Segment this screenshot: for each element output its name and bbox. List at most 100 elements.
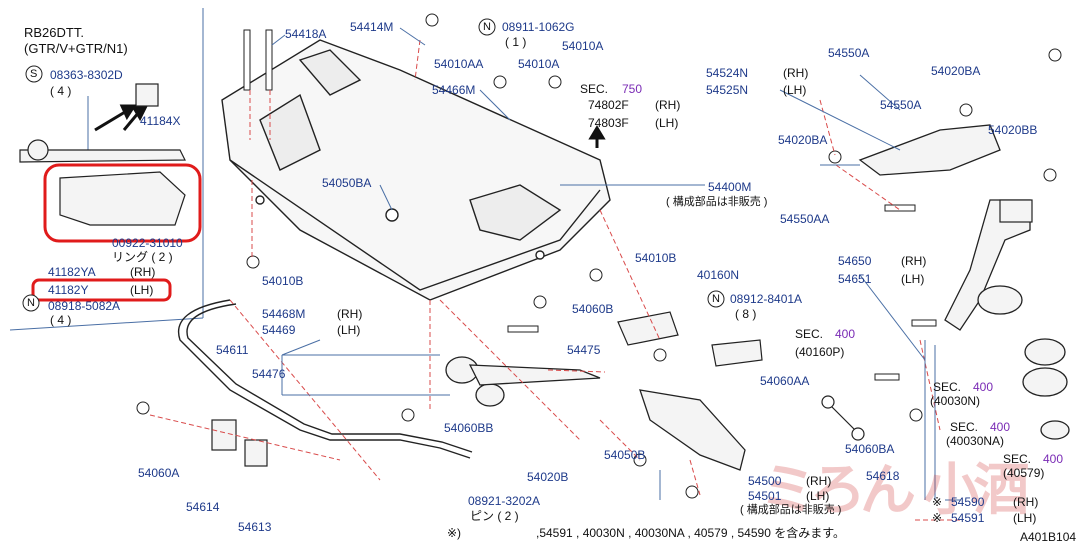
part-label[interactable]: (40160P) xyxy=(795,345,845,359)
diagram-ref: A401B104 xyxy=(1020,530,1077,544)
arrows xyxy=(94,104,606,148)
bearing-group xyxy=(1022,338,1070,440)
callout-circles xyxy=(22,18,725,312)
sec-number[interactable]: 400 xyxy=(973,380,994,394)
qty-label: ( 8 ) xyxy=(735,307,757,321)
fasteners xyxy=(136,13,1062,499)
part-label[interactable]: 08363-8302D xyxy=(50,68,123,82)
part-label[interactable]: 54611 xyxy=(216,343,249,357)
part-label[interactable]: 74802F xyxy=(588,98,629,112)
callout-n: N xyxy=(712,293,720,305)
part-label[interactable]: 54414M xyxy=(350,20,394,34)
sec-number[interactable]: 750 xyxy=(622,82,643,96)
rh-label: (RH) xyxy=(1013,495,1039,509)
compression-rod-54468m xyxy=(445,356,601,407)
mount-40160n xyxy=(617,311,763,367)
part-label[interactable]: 54010A xyxy=(518,57,560,71)
part-label[interactable]: 00922-31010 xyxy=(112,236,183,250)
leader-lines-solid xyxy=(271,27,960,501)
heat-shield-41182y xyxy=(19,139,186,226)
part-label[interactable]: 54060BB xyxy=(444,421,494,435)
part-label[interactable]: 54475 xyxy=(567,343,601,357)
part-label[interactable]: 54618 xyxy=(866,469,900,483)
sec-label: SEC. xyxy=(950,420,979,434)
mark-label: ※ xyxy=(932,511,943,525)
part-label[interactable]: 40160N xyxy=(697,268,740,282)
part-label[interactable]: 54591 xyxy=(951,511,985,525)
model-label: (GTR/V+GTR/N1) xyxy=(24,41,128,56)
part-label[interactable]: 54550AA xyxy=(780,212,830,226)
stabilizer-bar-54611 xyxy=(178,299,473,459)
lh-label: (LH) xyxy=(337,323,361,337)
part-label[interactable]: 54650 xyxy=(838,254,872,268)
lh-label: (LH) xyxy=(901,272,925,286)
qty-label: リング ( 2 ) xyxy=(112,250,173,264)
part-label[interactable]: 54050B xyxy=(604,448,646,462)
part-label[interactable]: 54614 xyxy=(186,500,220,514)
rh-label: (RH) xyxy=(130,265,156,279)
part-label[interactable]: (40030NA) xyxy=(946,434,1005,448)
part-label[interactable]: 54501 xyxy=(748,489,782,503)
part-label[interactable]: 41184X xyxy=(140,114,181,128)
part-label-highlighted[interactable]: 41182Y xyxy=(48,283,89,297)
part-label[interactable]: 54476 xyxy=(252,367,286,381)
part-label[interactable]: 54590 xyxy=(951,495,985,509)
lh-label: (LH) xyxy=(130,283,154,297)
part-label[interactable]: 54613 xyxy=(238,520,272,534)
bushings xyxy=(135,83,1033,467)
knuckle-54500 xyxy=(639,199,1031,471)
part-label[interactable]: 54010AA xyxy=(434,57,484,71)
part-label[interactable]: (40030N) xyxy=(930,394,981,408)
sec-number[interactable]: 400 xyxy=(990,420,1011,434)
part-label[interactable]: 54060A xyxy=(138,466,180,480)
link-54618 xyxy=(821,395,865,441)
footnote-mark: ※) xyxy=(447,526,462,540)
part-label[interactable]: 54010B xyxy=(262,274,304,288)
qty-label: ピン ( 2 ) xyxy=(470,509,519,523)
lh-label: (LH) xyxy=(806,489,830,503)
watermark: ミろん 小酒 xyxy=(760,457,1029,523)
footnote-text: ,54591 , 40030N , 40030NA , 40579 , 5459… xyxy=(536,526,845,540)
part-label[interactable]: 74803F xyxy=(588,116,629,130)
part-label[interactable]: 54060B xyxy=(572,302,614,316)
part-label[interactable]: 54500 xyxy=(748,474,782,488)
rh-label: (RH) xyxy=(655,98,681,112)
part-label[interactable]: 54010B xyxy=(635,251,677,265)
part-label[interactable]: 08911-1062G xyxy=(502,20,575,34)
part-label[interactable]: 54020BB xyxy=(988,123,1038,137)
part-label[interactable]: 54418A xyxy=(285,27,327,41)
highlight-41182y xyxy=(31,278,172,302)
part-label[interactable]: 54524N xyxy=(706,66,749,80)
part-label[interactable]: 54020BA xyxy=(778,133,828,147)
part-label[interactable]: 54466M xyxy=(432,83,476,97)
callout-s: S xyxy=(30,68,38,80)
part-label[interactable]: 54010A xyxy=(562,39,604,53)
rh-label: (RH) xyxy=(783,66,809,80)
part-label[interactable]: 54651 xyxy=(838,272,872,286)
part-label[interactable]: 54550A xyxy=(880,98,922,112)
note-label: ( 構成部品は非販売 ) xyxy=(666,196,768,208)
part-label[interactable]: 54550A xyxy=(828,46,870,60)
part-label[interactable]: 54050BA xyxy=(322,176,372,190)
part-label[interactable]: 54020BA xyxy=(931,64,981,78)
part-label[interactable]: 08912-8401A xyxy=(730,292,803,306)
part-label[interactable]: 54060AA xyxy=(760,374,810,388)
part-label[interactable]: 41182YA xyxy=(48,265,96,279)
part-label[interactable]: 54468M xyxy=(262,307,306,321)
part-label[interactable]: 08921-3202A xyxy=(468,494,541,508)
sec-number[interactable]: 400 xyxy=(1043,452,1064,466)
mark-label: ※ xyxy=(932,495,943,509)
part-label[interactable]: 08918-5082A xyxy=(48,299,121,313)
part-label[interactable]: 54525N xyxy=(706,83,749,97)
sec-label: SEC. xyxy=(580,82,609,96)
part-label[interactable]: (40579) xyxy=(1003,466,1045,480)
part-label[interactable]: 54400M xyxy=(708,180,752,194)
upper-link-54524n xyxy=(858,124,1001,176)
part-label[interactable]: 54020B xyxy=(527,470,569,484)
part-label[interactable]: 54060BA xyxy=(845,442,895,456)
qty-label: ( 1 ) xyxy=(505,35,527,49)
part-label[interactable]: 54469 xyxy=(262,323,296,337)
sec-number[interactable]: 400 xyxy=(835,327,856,341)
